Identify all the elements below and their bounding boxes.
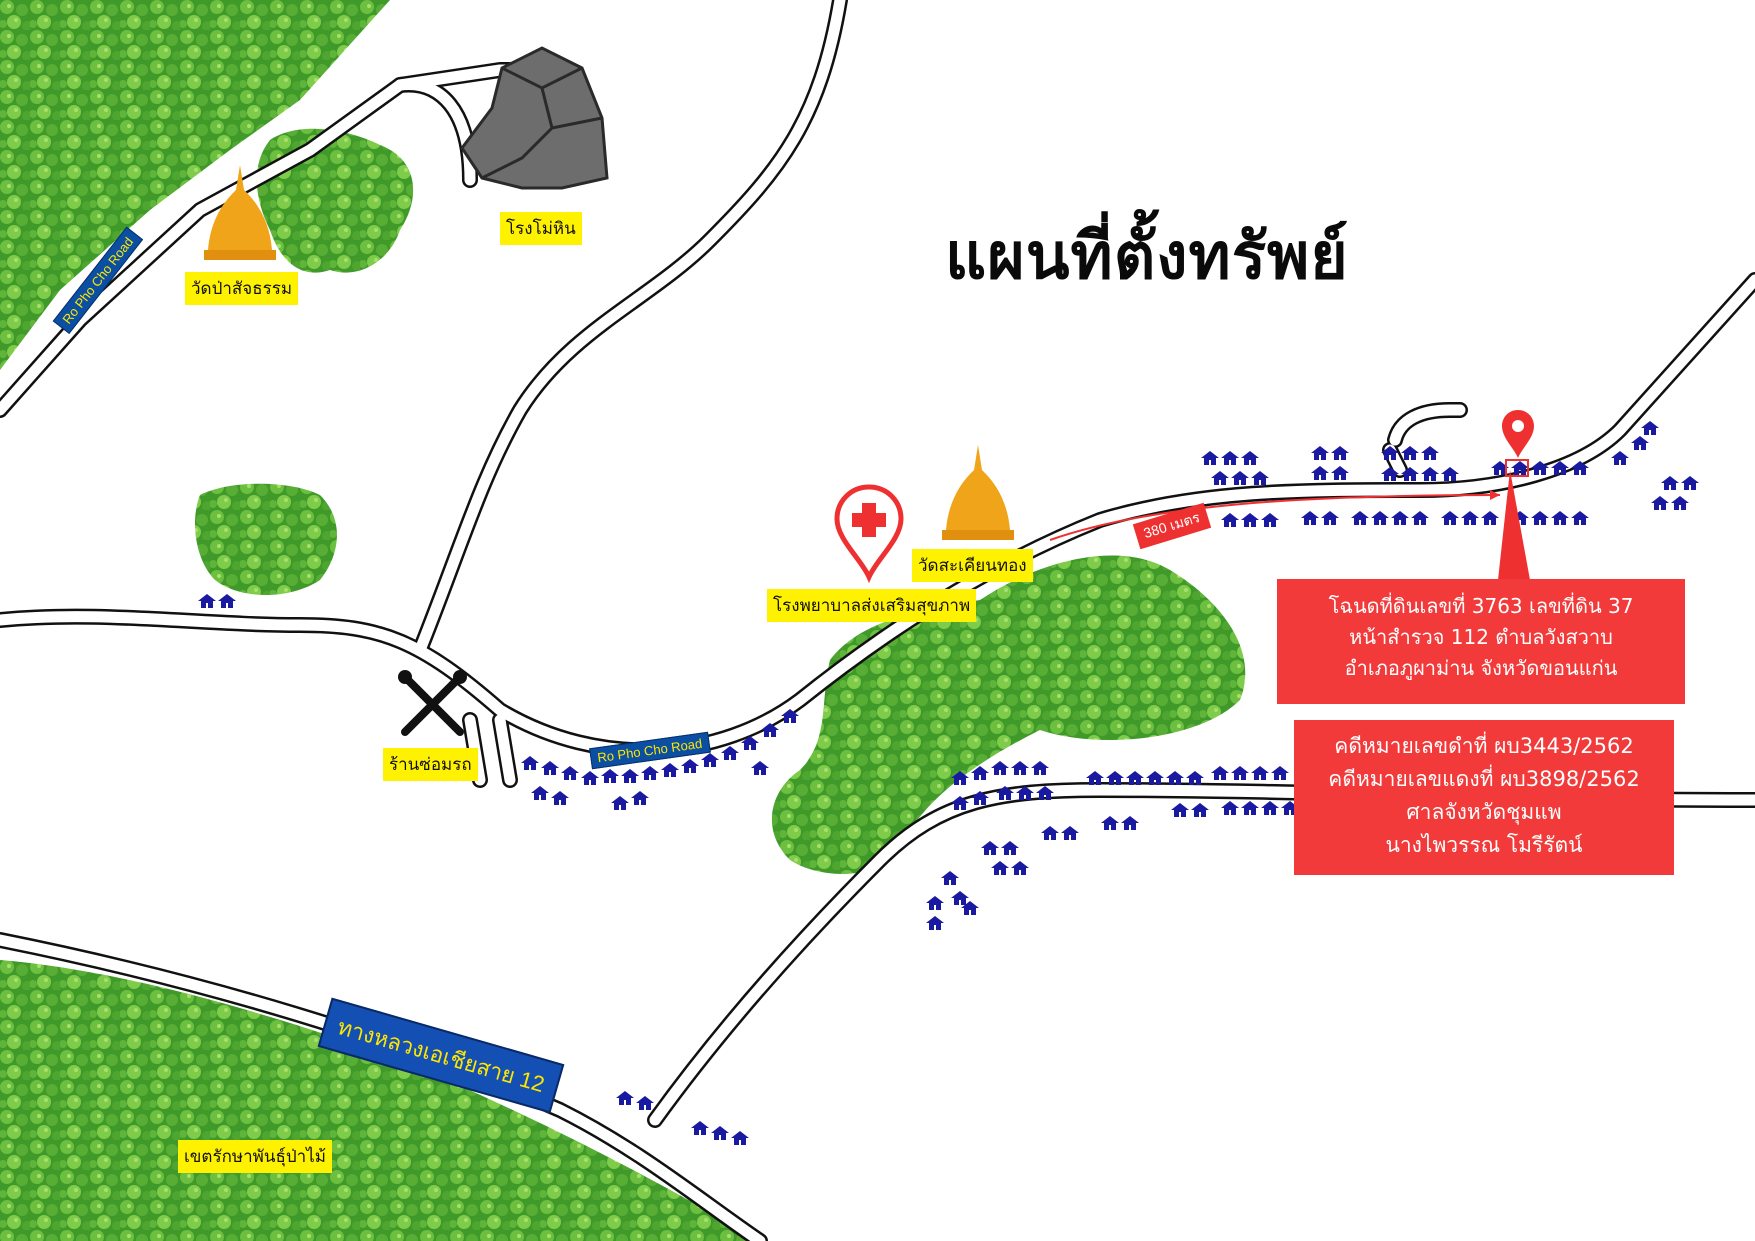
label-forest-reserve: เขตรักษาพันธุ์ป่าไม้ bbox=[178, 1140, 332, 1173]
distance-arrow bbox=[1049, 490, 1501, 541]
case-info-box: คดีหมายเลขดำที่ ผบ3443/2562 คดีหมายเลขแด… bbox=[1294, 720, 1674, 875]
map-title: แผนที่ตั้งทรัพย์ bbox=[945, 220, 1349, 294]
label-repair-shop: ร้านซ่อมรถ bbox=[383, 748, 478, 781]
property-info-box: โฉนดที่ดินเลขที่ 3763 เลขที่ดิน 37 หน้าส… bbox=[1277, 579, 1685, 704]
case-line-3: ศาลจังหวัดชุมแพ bbox=[1406, 800, 1562, 824]
tools-icon bbox=[398, 670, 467, 736]
rock-icon bbox=[460, 46, 609, 190]
label-temple-top: วัดป่าสัจธรรม bbox=[185, 272, 299, 305]
stupa-icon bbox=[204, 165, 276, 260]
callout-pointer bbox=[1498, 470, 1530, 580]
stupa-icon bbox=[942, 445, 1014, 540]
hospital-pin-icon bbox=[834, 484, 904, 584]
property-line-3: อำเภอภูผาม่าน จังหวัดขอนแก่น bbox=[1344, 656, 1618, 680]
case-line-2: คดีหมายเลขแดงที่ ผบ3898/2562 bbox=[1328, 767, 1640, 791]
property-line-2: หน้าสำรวจ 112 ตำบลวังสวาบ bbox=[1349, 625, 1613, 649]
location-pin-icon bbox=[1502, 410, 1534, 477]
label-temple-mid: วัดสะเคียนทอง bbox=[912, 549, 1033, 582]
case-line-4: นางไพวรรณ โมรีรัตน์ bbox=[1385, 833, 1583, 857]
label-stone-mill: โรงโม่หิน bbox=[500, 212, 582, 245]
label-hospital: โรงพยาบาลส่งเสริมสุขภาพ bbox=[767, 589, 977, 622]
case-line-1: คดีหมายเลขดำที่ ผบ3443/2562 bbox=[1334, 734, 1634, 758]
property-line-1: โฉนดที่ดินเลขที่ 3763 เลขที่ดิน 37 bbox=[1328, 594, 1634, 618]
